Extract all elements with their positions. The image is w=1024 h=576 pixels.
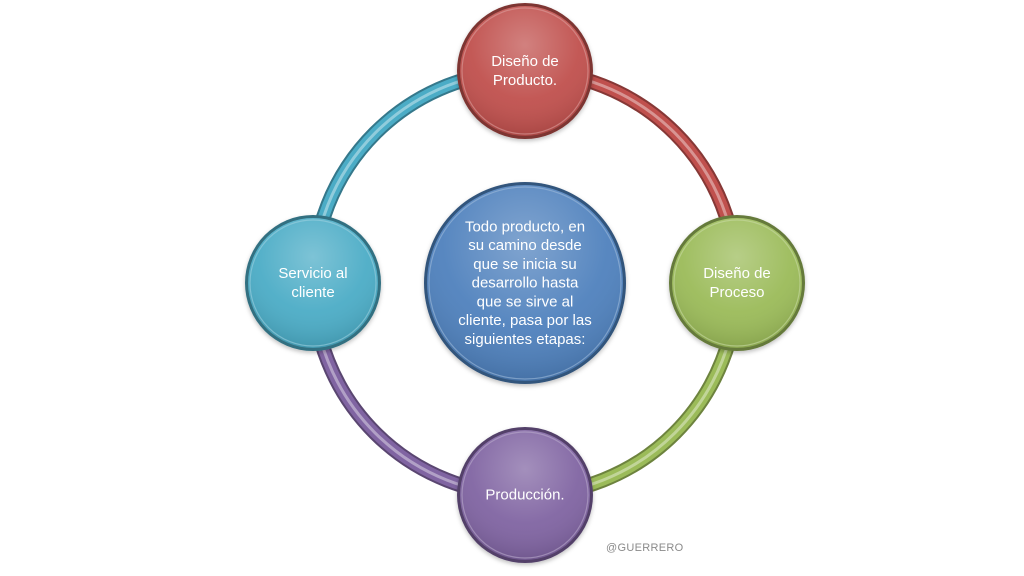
- watermark: @GUERRERO: [606, 542, 684, 554]
- node-left-inner-ring: [249, 219, 377, 347]
- center-node-label-line: cliente, pasa por las: [458, 312, 591, 329]
- center-node-label-line: Todo producto, en: [465, 218, 585, 235]
- node-right-label-line: Diseño de: [703, 265, 771, 282]
- node-bottom-gloss: [460, 430, 590, 560]
- center-node-label-line: que se sirve al: [477, 293, 574, 310]
- node-top-label-line: Diseño de: [491, 53, 559, 70]
- center-node-label-line: que se inicia su: [473, 256, 576, 273]
- node-right: Diseño de Proceso: [669, 215, 805, 351]
- node-bottom-label-line: Producción.: [485, 487, 564, 504]
- node-top-inner-ring: [461, 7, 589, 135]
- node-top: Diseño de Producto.: [457, 3, 593, 139]
- center-node-gloss: [427, 185, 623, 381]
- node-left-label-line: Servicio al: [278, 265, 347, 282]
- node-right-label-line: Proceso: [709, 284, 764, 301]
- node-top-gloss: [460, 6, 590, 136]
- center-node-inner-ring: [428, 186, 622, 380]
- center-node-group: Todo producto, en su camino desde que se i…: [424, 182, 626, 384]
- center-node-label-line: su camino desde: [468, 237, 581, 254]
- center-node: Todo producto, en su camino desde que se i…: [424, 182, 626, 384]
- center-node-label-line: desarrollo hasta: [472, 275, 579, 292]
- node-left: Servicio al cliente: [245, 215, 381, 351]
- node-left-label-line: cliente: [291, 284, 334, 301]
- node-right-inner-ring: [673, 219, 801, 347]
- node-left-gloss: [248, 218, 378, 348]
- center-node-label-line: siguientes etapas:: [465, 331, 586, 348]
- node-bottom-inner-ring: [461, 431, 589, 559]
- stage-nodes: Diseño de Producto. Diseño de ProcesoProduc…: [245, 3, 805, 563]
- node-top-label-line: Producto.: [493, 72, 557, 89]
- node-right-gloss: [672, 218, 802, 348]
- node-bottom: Producción.: [457, 427, 593, 563]
